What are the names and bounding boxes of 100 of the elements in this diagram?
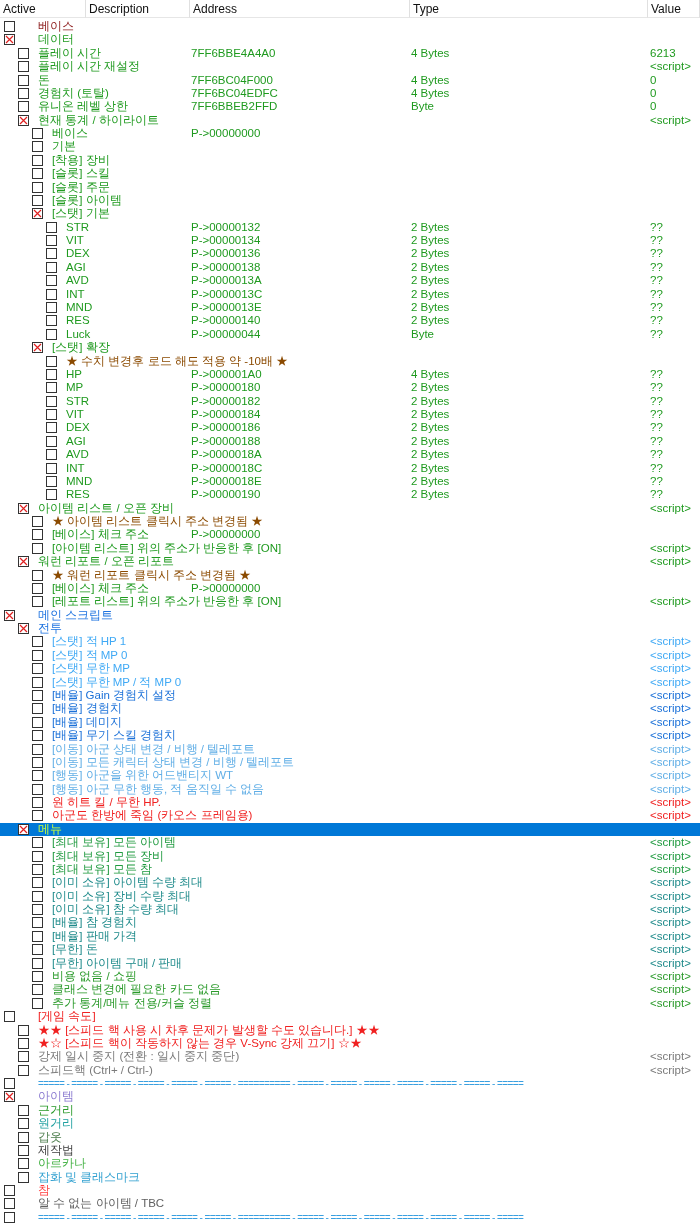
address-text: 7FF6BBEB2FFD [191,100,278,114]
description-text: [아이템 리스트] 위의 주소가 반응한 후 [ON] [52,541,282,555]
description-text: 메인 스크립트 [38,608,114,622]
address-text: 7FF6BBE4A4A0 [191,46,276,60]
description-text: [스탯] 확장 [52,341,110,355]
type-text: 2 Bytes [411,488,450,502]
description-text: 아르카나 [38,1157,86,1171]
description-text: [배율] 데미지 [52,715,122,729]
description-text: ★★ [스피드 핵 사용 시 차후 문제가 발생할 수도 있습니다.] ★★ [38,1023,380,1037]
description-text: STR [66,394,89,408]
description-text: 참 [38,1184,50,1198]
address-text: P->0000013C [191,287,263,301]
description-text: RES [66,488,90,502]
description-text: [배율] 판매 가격 [52,929,137,943]
description-text: 강제 일시 중지 (전환 : 일시 중지 중단) [38,1050,240,1064]
value-text: <script> [650,809,691,823]
value-text: <script> [650,943,691,957]
description-text: 아군도 한방에 죽임 (카오스 프레임용) [52,809,253,823]
description-text: [슬롯] 스킬 [52,167,110,181]
description-text: DEX [66,247,90,261]
value-text: ?? [650,287,663,301]
description-text: STR [66,220,89,234]
description-text: ★ 워런 리포트 클릭시 주소 변경됨 ★ [52,568,252,582]
description-text: 메뉴 [38,822,62,836]
address-text: P->00000000 [191,581,261,595]
description-text: [무한] 아이템 구매 / 판매 [52,956,183,970]
value-text: <script> [650,769,691,783]
description-text: 추가 통계/메뉴 전용/커슬 정렬 [52,996,212,1010]
value-text: <script> [650,755,691,769]
type-text: 2 Bytes [411,274,450,288]
type-text: 2 Bytes [411,448,450,462]
type-text: 2 Bytes [411,394,450,408]
value-text: <script> [650,113,691,127]
description-text: [배율] 참 경험치 [52,916,137,930]
description-text: 아이템 리스트 / 오픈 장비 [38,501,174,515]
value-text: ?? [650,367,663,381]
description-text: 플레이 시간 재설정 [38,60,141,74]
address-text: P->00000000 [191,528,261,542]
type-text: 2 Bytes [411,300,450,314]
type-text: 4 Bytes [411,86,450,100]
description-text: 워런 리포트 / 오픈 리포트 [38,555,174,569]
description-text: [착용] 장비 [52,153,110,167]
address-text: P->00000138 [191,260,261,274]
description-text: 돈 [38,73,50,87]
value-text: <script> [650,889,691,903]
description-text: 플레이 시간 [38,46,102,60]
value-text: ?? [650,381,663,395]
description-text: 아이템 [38,1090,74,1104]
value-text: 0 [650,100,657,114]
address-text: P->00000188 [191,434,261,448]
value-text: ?? [650,274,663,288]
description-text: [무한] 돈 [52,943,98,957]
value-text: <script> [650,595,691,609]
value-text: ?? [650,434,663,448]
description-text: [행동] 아군 무한 행동, 적 움직일 수 없음 [52,782,264,796]
value-text: 6213 [650,46,676,60]
type-text: 2 Bytes [411,314,450,328]
description-text: [행동] 아군을 위한 어드밴티지 WT [52,769,234,783]
type-text: 4 Bytes [411,367,450,381]
description-text: 근거리 [38,1103,74,1117]
column-header: Active [0,0,86,18]
type-text: Byte [411,100,434,114]
address-text: P->00000180 [191,381,261,395]
type-text: 2 Bytes [411,220,450,234]
value-text: ?? [650,394,663,408]
column-header: Description [86,0,190,18]
description-text: INT [66,287,85,301]
description-text: [배율] 경험치 [52,702,122,716]
description-text: RES [66,314,90,328]
description-text: 기본 [52,140,76,154]
value-text: <script> [650,635,691,649]
description-text: ★ 아이템 리스트 클릭시 주소 변경됨 ★ [52,515,264,529]
description-text: INT [66,461,85,475]
description-text: AVD [66,274,89,288]
value-text: <script> [650,796,691,810]
address-text: 7FF6BC04EDFC [191,86,278,100]
description-text: 현재 통계 / 하이라이트 [38,113,159,127]
type-text: 2 Bytes [411,260,450,274]
description-text: 클래스 변경에 필요한 카드 없음 [52,983,221,997]
description-text: [스탯] 적 HP 1 [52,635,127,649]
value-text: <script> [650,996,691,1010]
value-text: <script> [650,836,691,850]
value-text: <script> [650,555,691,569]
value-text: <script> [650,1050,691,1064]
value-text: <script> [650,782,691,796]
address-text: P->00000190 [191,488,261,502]
description-text: [레포트 리스트] 위의 주소가 반응한 후 [ON] [52,595,282,609]
value-text: ?? [650,448,663,462]
value-text: <script> [650,969,691,983]
description-text: [슬롯] 주문 [52,180,110,194]
description-text: [이미 소유] 참 수량 최대 [52,903,180,917]
description-text: [스탯] 기본 [52,207,110,221]
description-text: VIT [66,234,84,248]
address-text: P->00000134 [191,234,261,248]
address-text: P->00000140 [191,314,261,328]
description-text: MP [66,381,84,395]
value-text: <script> [650,60,691,74]
description-text: [배율] 무기 스킬 경험치 [52,729,176,743]
description-text: VIT [66,408,84,421]
value-text: <script> [650,1063,691,1077]
